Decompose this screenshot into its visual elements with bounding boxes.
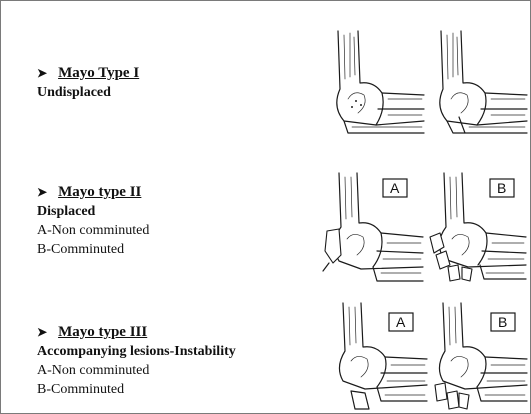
- elbow-illustration-type-2a: A: [321, 171, 426, 283]
- elbow-illustration-type-3b: B: [429, 301, 529, 411]
- panel-tag-label: A: [396, 314, 406, 330]
- row-heading: ➤ Mayo type II: [37, 183, 149, 202]
- row-title: Mayo type III: [58, 324, 147, 340]
- row-subtitle: Displaced: [37, 202, 149, 221]
- row-type-3-text: ➤ Mayo type III Accompanying lesions-Inst…: [37, 323, 236, 399]
- row-title: Mayo Type I: [58, 65, 139, 81]
- arrow-bullet-icon: ➤: [37, 183, 47, 202]
- row-title: Mayo type II: [58, 184, 141, 200]
- row-line-b: B-Comminuted: [37, 240, 149, 259]
- panel-tag-label: A: [390, 180, 400, 196]
- row-heading: ➤ Mayo Type I: [37, 64, 139, 83]
- row-type-2-text: ➤ Mayo type II Displaced A-Non comminuted…: [37, 183, 149, 259]
- elbow-illustration-type-1-right: [431, 29, 529, 135]
- row-line-b: B-Comminuted: [37, 380, 236, 399]
- row-heading: ➤ Mayo type III: [37, 323, 236, 342]
- elbow-illustration-type-2b: B: [426, 171, 529, 283]
- panel-tag-label: B: [497, 180, 506, 196]
- row-type-1-text: ➤ Mayo Type I Undisplaced: [37, 64, 139, 102]
- arrow-bullet-icon: ➤: [37, 323, 47, 342]
- arrow-bullet-icon: ➤: [37, 64, 47, 83]
- row-line-a: A-Non comminuted: [37, 361, 236, 380]
- elbow-illustration-type-1-left: [328, 29, 426, 135]
- row-subtitle: Undisplaced: [37, 83, 139, 102]
- panel-tag-label: B: [498, 314, 507, 330]
- elbow-illustration-type-3a: A: [329, 301, 429, 411]
- row-subtitle: Accompanying lesions-Instability: [37, 342, 236, 361]
- row-line-a: A-Non comminuted: [37, 221, 149, 240]
